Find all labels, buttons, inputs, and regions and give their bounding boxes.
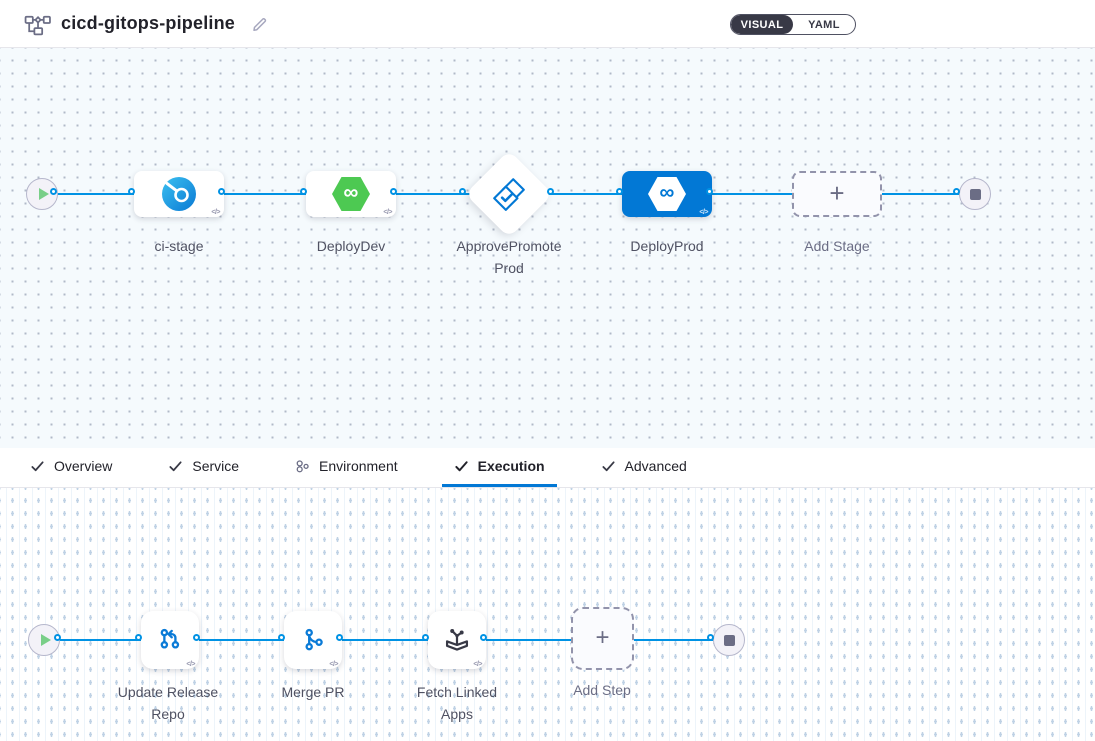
check-icon — [30, 459, 45, 474]
cd-deploy-icon: ∞ — [648, 177, 686, 211]
tab-overview[interactable]: Overview — [18, 448, 124, 487]
stage-label: ApprovePromoteProd — [456, 238, 562, 276]
stage-canvas[interactable]: </> ∞ </> ∞ </> + ci — [0, 48, 1095, 448]
visual-yaml-toggle: VISUAL YAML — [730, 14, 856, 35]
connector-dot[interactable] — [50, 188, 57, 195]
connector-dot[interactable] — [390, 188, 397, 195]
stage-node-ci-stage[interactable]: </> — [134, 171, 224, 217]
code-icon: </> — [383, 209, 392, 216]
stage-label: DeployDev — [316, 238, 386, 254]
step-node-fetch-linked-apps[interactable]: </> — [428, 611, 486, 669]
git-merge-icon — [300, 627, 327, 654]
visual-toggle-button[interactable]: VISUAL — [731, 15, 793, 34]
step-node-update-release-repo[interactable]: </> — [141, 611, 199, 669]
code-icon: </> — [186, 661, 195, 668]
stage-node-deployprod[interactable]: ∞ </> — [622, 171, 712, 217]
git-update-icon — [157, 627, 184, 654]
check-icon — [168, 459, 183, 474]
connector-dot[interactable] — [300, 188, 307, 195]
environment-icon — [295, 459, 310, 474]
add-stage-button[interactable]: + — [792, 171, 882, 217]
connector-dot[interactable] — [278, 634, 285, 641]
check-icon — [454, 459, 469, 474]
stage-label: ci-stage — [154, 238, 204, 254]
play-icon — [41, 634, 51, 646]
check-icon — [601, 459, 616, 474]
code-icon: </> — [211, 209, 220, 216]
ci-build-icon — [161, 176, 197, 212]
connector-dot[interactable] — [480, 634, 487, 641]
connector-dot[interactable] — [706, 188, 713, 195]
connector-dot[interactable] — [459, 188, 466, 195]
connector-dot[interactable] — [135, 634, 142, 641]
connector-dot[interactable] — [707, 634, 714, 641]
approval-icon — [490, 175, 528, 213]
pipeline-end-node — [959, 178, 991, 210]
edit-pipeline-name-icon[interactable] — [251, 15, 269, 33]
tab-environment[interactable]: Environment — [283, 448, 410, 487]
stage-config-tabs: Overview Service Environment Execution A… — [0, 448, 1095, 488]
execution-canvas[interactable]: </> </> </> — [0, 488, 1095, 741]
tab-service[interactable]: Service — [156, 448, 251, 487]
code-icon: </> — [329, 661, 338, 668]
step-label: Merge PR — [281, 684, 345, 700]
step-label: Update Release Repo — [117, 684, 219, 722]
pipeline-title: cicd-gitops-pipeline — [61, 13, 236, 33]
stage-label: DeployProd — [630, 238, 704, 254]
cd-deploy-icon: ∞ — [332, 177, 370, 211]
pipeline-icon — [24, 10, 51, 37]
code-icon: </> — [699, 209, 708, 216]
connector-dot[interactable] — [616, 188, 623, 195]
studio-header: cicd-gitops-pipeline VISUAL YAML — [0, 0, 1095, 48]
play-icon — [39, 188, 49, 200]
connector-dot[interactable] — [128, 188, 135, 195]
step-label: Add Step — [573, 682, 631, 698]
stop-icon — [723, 634, 735, 646]
step-node-merge-pr[interactable]: </> — [284, 611, 342, 669]
connector-dot[interactable] — [218, 188, 225, 195]
plus-icon: + — [829, 178, 845, 208]
stage-node-deploydev[interactable]: ∞ </> — [306, 171, 396, 217]
tab-execution[interactable]: Execution — [441, 448, 557, 487]
stop-icon — [969, 188, 981, 200]
connector-dot[interactable] — [54, 634, 61, 641]
connector-dot[interactable] — [336, 634, 343, 641]
fetch-linked-apps-icon — [443, 626, 471, 654]
stage-label: Add Stage — [804, 238, 870, 254]
pipeline-start-node — [26, 178, 58, 210]
step-label: Fetch Linked Apps — [416, 684, 498, 722]
stage-node-approvepromoteprod[interactable] — [465, 150, 553, 238]
plus-icon: + — [595, 623, 610, 651]
tab-advanced[interactable]: Advanced — [589, 448, 699, 487]
connector-dot[interactable] — [193, 634, 200, 641]
step-connector-line — [44, 638, 729, 641]
connector-dot[interactable] — [547, 188, 554, 195]
yaml-toggle-button[interactable]: YAML — [793, 15, 855, 34]
connector-dot[interactable] — [422, 634, 429, 641]
connector-dot[interactable] — [953, 188, 960, 195]
execution-end-node — [713, 624, 745, 656]
add-step-button[interactable]: + — [571, 607, 634, 670]
code-icon: </> — [473, 661, 482, 668]
